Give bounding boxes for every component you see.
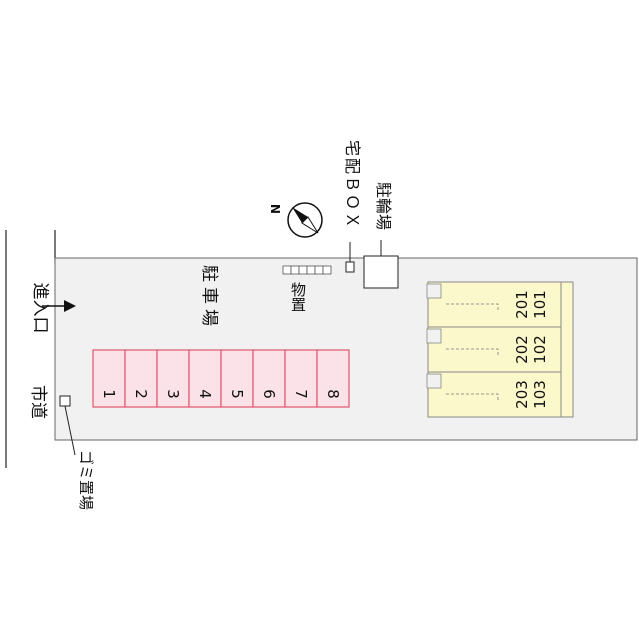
storage-cell bbox=[282, 265, 292, 275]
parking-space bbox=[124, 349, 158, 408]
parking-space-number: 8 bbox=[324, 389, 342, 399]
interior-line bbox=[446, 303, 499, 312]
storage-cell bbox=[306, 265, 316, 275]
balcony-notch bbox=[426, 328, 442, 344]
garbage-box bbox=[59, 395, 71, 407]
storage-cell bbox=[290, 265, 300, 275]
parking-space-number: 7 bbox=[292, 389, 310, 399]
unit-block bbox=[427, 371, 574, 418]
delivery-box bbox=[345, 261, 355, 273]
storage-cell bbox=[314, 265, 324, 275]
unit-block bbox=[427, 326, 574, 373]
parking-space bbox=[316, 349, 350, 408]
parking-space-number: 3 bbox=[164, 389, 182, 399]
parking-space bbox=[252, 349, 286, 408]
unit-number-upper: 202 bbox=[513, 335, 531, 364]
city-road-label: 市道 bbox=[28, 385, 48, 419]
parking-space-number: 2 bbox=[132, 389, 150, 399]
unit-number-upper: 201 bbox=[513, 290, 531, 319]
garbage-label: ゴミ置場 bbox=[77, 449, 95, 510]
parking-spaces: 1 2 3 4 5 6 7 8 bbox=[92, 349, 350, 408]
unit-number-lower: 101 bbox=[531, 290, 549, 319]
bicycle-parking bbox=[363, 255, 399, 289]
parking-space bbox=[188, 349, 222, 408]
bicycle-parking-label: 駐輪場 bbox=[374, 181, 393, 230]
unit-number-lower: 103 bbox=[531, 380, 549, 409]
unit-number-upper: 203 bbox=[513, 380, 531, 409]
storage-label: 物置 bbox=[289, 282, 307, 312]
parking-space-number: 1 bbox=[100, 389, 118, 399]
building-side-wall bbox=[560, 281, 574, 418]
parking-space-number: 6 bbox=[260, 389, 278, 399]
storage-shed bbox=[282, 265, 332, 275]
north-compass bbox=[287, 202, 323, 238]
balcony-notch bbox=[426, 283, 442, 299]
entrance-arrow bbox=[42, 300, 76, 312]
parking-label: 駐車場 bbox=[199, 265, 219, 331]
storage-cell bbox=[298, 265, 308, 275]
interior-line bbox=[446, 393, 499, 402]
unit-block bbox=[427, 281, 574, 328]
north-mark: N bbox=[269, 203, 283, 215]
garbage-leader bbox=[64, 405, 76, 456]
balcony-notch bbox=[426, 373, 442, 389]
interior-line bbox=[446, 348, 499, 357]
delivery-box-label: 宅配ＢＯＸ bbox=[343, 139, 362, 230]
unit-number-lower: 102 bbox=[531, 335, 549, 364]
entrance-label: 進入口 bbox=[30, 282, 50, 334]
parking-space-number: 5 bbox=[228, 389, 246, 399]
parking-space-number: 4 bbox=[196, 389, 214, 399]
storage-cell bbox=[322, 265, 332, 275]
